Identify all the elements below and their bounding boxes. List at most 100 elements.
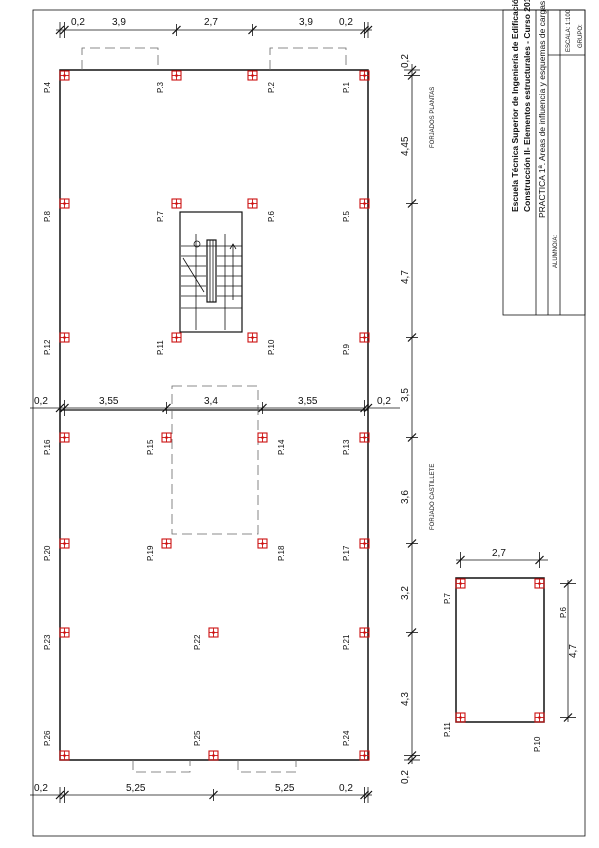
col-p5 <box>359 198 370 209</box>
col-label-p8: P.8 <box>43 210 52 222</box>
col-label-p11: P.11 <box>156 340 165 355</box>
col-p7 <box>171 198 182 209</box>
dim-top-0: 0,2 <box>71 17 85 28</box>
col-label-p9: P.9 <box>342 343 351 355</box>
col-p8 <box>59 198 70 209</box>
col-p16 <box>59 432 70 443</box>
dim-bottom-0: 0,2 <box>34 783 48 794</box>
col-p12 <box>59 332 70 343</box>
title-course: Construcción II- Elementos estructurales… <box>522 0 532 212</box>
balcony-top-left <box>81 47 159 70</box>
col-label-p15: P.15 <box>146 439 155 455</box>
balcony-top-right <box>269 47 347 70</box>
dim-right: 0,2 4,45 4,7 3,5 3,6 3,2 4,3 0,2 <box>400 54 420 784</box>
label-forjados-plantas: FORJADOS PLANTAS <box>430 87 436 148</box>
col-label-p2: P.2 <box>267 81 276 93</box>
dim-mid: 0,2 3,55 3,4 3,55 0,2 <box>30 396 400 416</box>
small-col-label-p6: P.6 <box>559 606 568 618</box>
small-col-p7 <box>455 578 466 589</box>
col-p6 <box>247 198 258 209</box>
col-p26 <box>59 750 70 761</box>
title-scale: ESCALA: 1:100 <box>566 9 572 52</box>
title-student: ALUMNO/A: <box>553 235 559 268</box>
col-label-p4: P.4 <box>43 81 52 93</box>
col-label-p1: P.1 <box>342 81 351 93</box>
small-col-p6 <box>534 578 545 589</box>
col-p23 <box>59 627 70 638</box>
col-p14 <box>257 432 268 443</box>
dim-right-2: 4,7 <box>400 270 411 284</box>
col-label-p24: P.24 <box>342 730 351 746</box>
col-label-p22: P.22 <box>193 634 202 650</box>
col-p3 <box>171 70 182 81</box>
building-outline <box>59 69 369 761</box>
dim-mid-4: 0,2 <box>377 396 391 407</box>
col-p15 <box>161 432 172 443</box>
dim-right-1: 4,45 <box>400 136 411 156</box>
col-p4 <box>59 70 70 81</box>
label-forjado-castillete: FORJADO CASTILLETE <box>430 464 436 530</box>
col-p9 <box>359 332 370 343</box>
col-label-p19: P.19 <box>146 545 155 561</box>
main-plan: P.1 P.2 P.3 P.4 P.5 P.6 P.7 P.8 P.9 P.10… <box>43 47 370 773</box>
col-label-p23: P.23 <box>43 634 52 650</box>
col-p25 <box>208 750 219 761</box>
title-block: Escuela Técnica Superior de Ingeniería d… <box>502 0 586 316</box>
dim-mid-1: 3,55 <box>99 396 119 407</box>
dim-right-0: 0,2 <box>400 54 411 68</box>
small-col-label-p11: P.11 <box>443 722 452 737</box>
col-p21 <box>359 627 370 638</box>
col-label-p3: P.3 <box>156 81 165 93</box>
col-p22 <box>208 627 219 638</box>
col-p2 <box>247 70 258 81</box>
dim-bottom-1: 5,25 <box>126 783 146 794</box>
col-p17 <box>359 538 370 549</box>
dim-top: 0,2 3,9 2,7 3,9 0,2 <box>55 17 373 38</box>
dim-top-1: 3,9 <box>112 17 126 28</box>
col-label-p18: P.18 <box>277 545 286 561</box>
dim-mid-3: 3,55 <box>298 396 318 407</box>
dim-top-4: 0,2 <box>339 17 353 28</box>
sheet-border <box>32 9 586 837</box>
dim-top-2: 2,7 <box>204 17 218 28</box>
stair <box>179 211 243 333</box>
title-group: GRUPO: <box>578 24 584 48</box>
dim-right-5: 3,2 <box>400 586 411 600</box>
col-label-p7: P.7 <box>156 210 165 222</box>
balcony-bottom-right <box>237 760 297 773</box>
balcony-bottom-left <box>132 760 191 773</box>
col-label-p21: P.21 <box>342 634 351 650</box>
dim-mid-2: 3,4 <box>204 396 218 407</box>
col-label-p6: P.6 <box>267 210 276 222</box>
title-practice: PRACTICA 1ª. Areas de influencia y esque… <box>537 1 547 218</box>
small-dim-right: 4,7 <box>568 644 579 658</box>
title-school: Escuela Técnica Superior de Ingeniería d… <box>510 0 520 212</box>
col-label-p12: P.12 <box>43 339 52 355</box>
col-p11 <box>171 332 182 343</box>
col-p18 <box>257 538 268 549</box>
dim-top-3: 3,9 <box>299 17 313 28</box>
col-p13 <box>359 432 370 443</box>
small-col-p11 <box>455 712 466 723</box>
dim-bottom-3: 0,2 <box>339 783 353 794</box>
col-p10 <box>247 332 258 343</box>
col-label-p10: P.10 <box>267 339 276 355</box>
col-p1 <box>359 70 370 81</box>
dim-bottom-2: 5,25 <box>275 783 295 794</box>
small-dim-top: 2,7 <box>492 548 506 559</box>
col-label-p14: P.14 <box>277 439 286 455</box>
small-plan: P.7 P.6 P.11 P.10 2,7 4,7 <box>443 548 579 752</box>
col-label-p5: P.5 <box>342 210 351 222</box>
col-label-p13: P.13 <box>342 439 351 455</box>
dim-bottom: 0,2 5,25 5,25 0,2 <box>30 783 373 803</box>
small-col-label-p7: P.7 <box>443 592 452 604</box>
dim-right-3: 3,5 <box>400 388 411 402</box>
castillete-outline <box>455 577 545 723</box>
col-label-p26: P.26 <box>43 730 52 746</box>
small-col-label-p10: P.10 <box>533 736 542 752</box>
dim-mid-0: 0,2 <box>34 396 48 407</box>
col-label-p17: P.17 <box>342 545 351 561</box>
col-label-p16: P.16 <box>43 439 52 455</box>
opening-dashed <box>171 385 259 535</box>
